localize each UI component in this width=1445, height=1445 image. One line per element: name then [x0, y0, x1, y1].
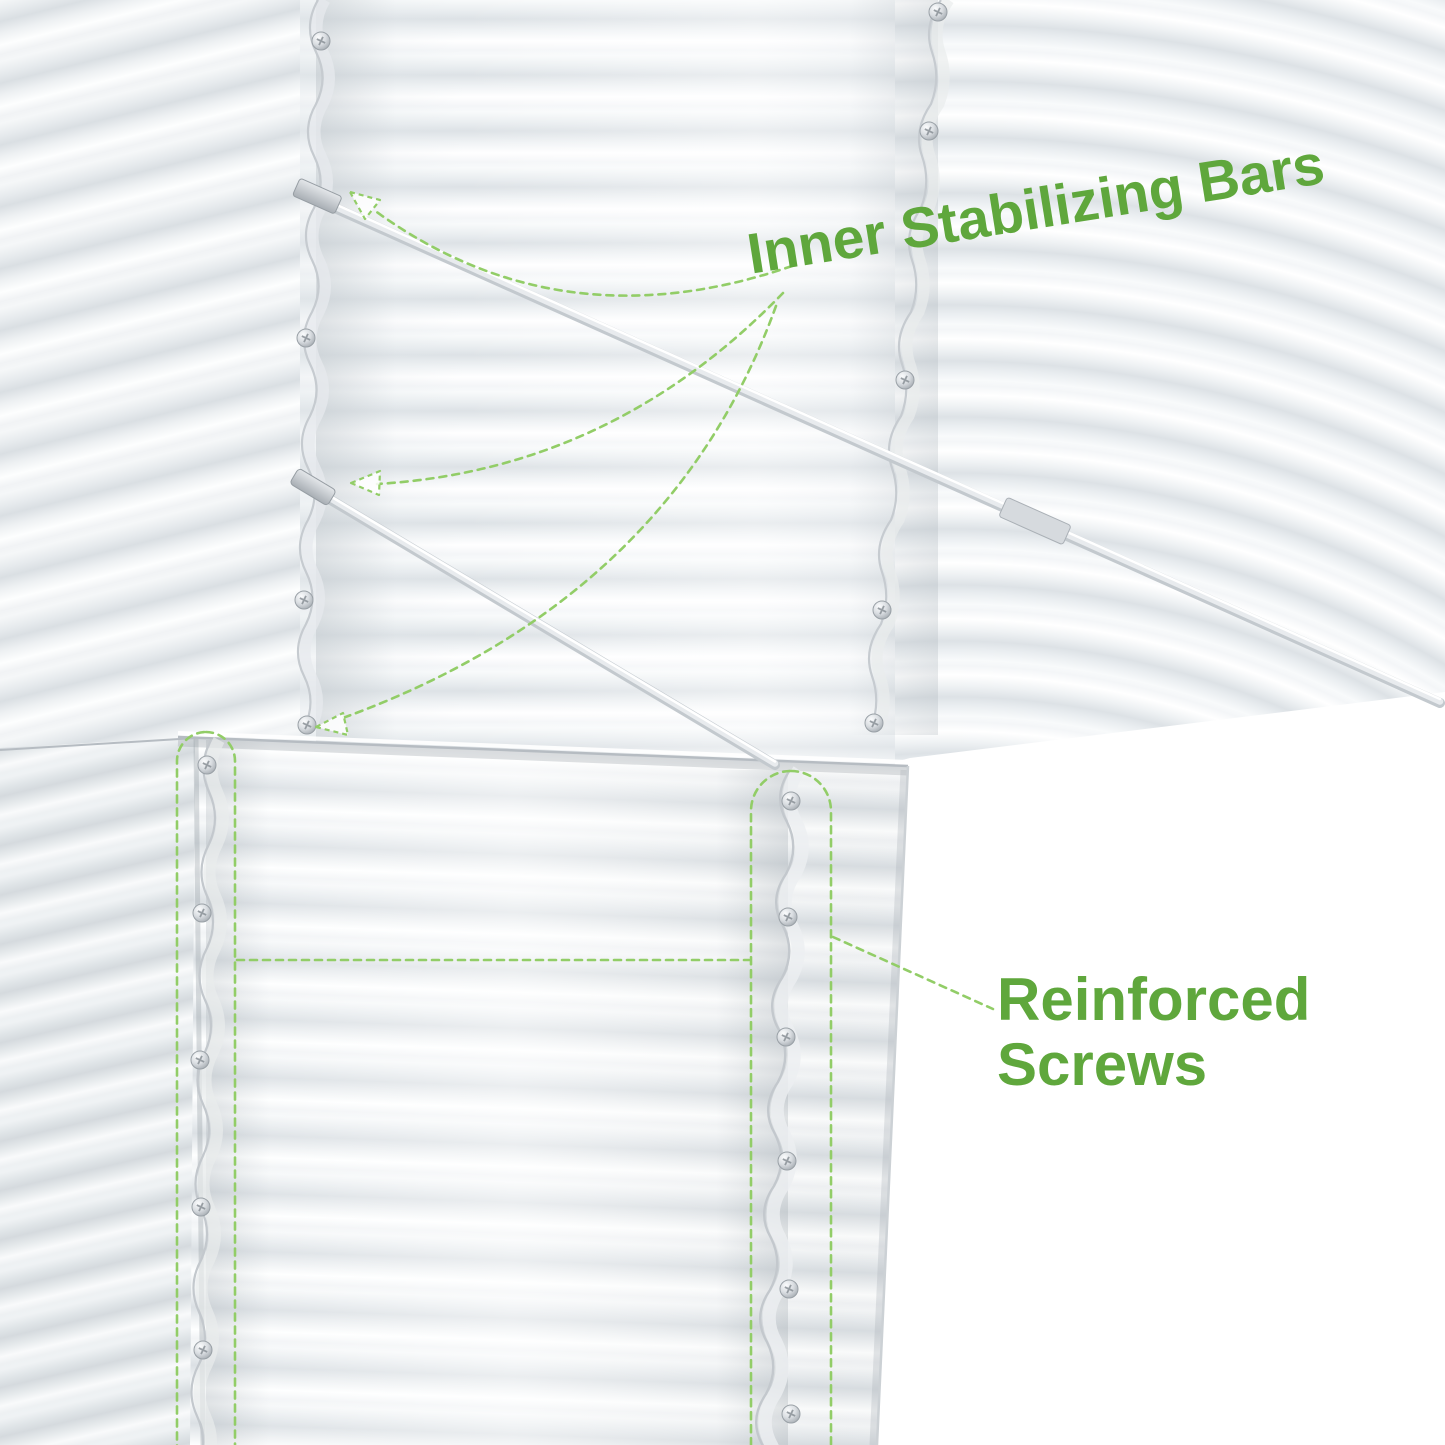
seam-shadow: [316, 0, 396, 742]
stabilizing-bar-2: [290, 468, 780, 770]
reinforced-screws-label: Reinforced Screws: [997, 966, 1311, 1098]
screw-head: [928, 2, 948, 22]
callout-inner-stabilizing-bars: [314, 190, 794, 737]
screw-head: [192, 903, 212, 923]
screw-head: [778, 907, 798, 927]
corrugated-panel-back-wall: [300, 0, 950, 765]
stabilizing-bar-1: [292, 178, 1445, 708]
screw-head: [296, 328, 316, 348]
corrugated-panel-side-face: [0, 737, 206, 1445]
callout-reinforced-screws: [175, 730, 995, 1445]
screw-head: [197, 755, 217, 775]
screw-head: [872, 600, 892, 620]
callout-arrowhead: [349, 469, 382, 497]
screw-head: [895, 370, 915, 390]
screw-head: [193, 1340, 213, 1360]
callout-line: [831, 935, 995, 1011]
background-cutout: [880, 692, 1445, 1445]
bar-coupler: [999, 497, 1071, 545]
bar-anchor-fitting: [290, 468, 336, 506]
screw-head: [779, 1279, 799, 1299]
corrugated-panel-curved-end: [895, 0, 1445, 770]
bar-anchor-fitting: [292, 178, 342, 214]
screw-head: [191, 1197, 211, 1217]
screw-head: [311, 31, 331, 51]
callout-curve: [372, 208, 794, 297]
screw-column-highlight: [749, 769, 833, 1445]
screw-head: [781, 1404, 801, 1424]
screw-head: [297, 715, 317, 735]
callout-curve: [375, 291, 785, 486]
screw-head: [919, 121, 939, 141]
screw-column-highlight: [175, 730, 237, 1445]
screw-head: [781, 791, 801, 811]
panel-edges: [0, 731, 910, 1445]
screw-head: [190, 1050, 210, 1070]
callout-arrowhead: [314, 711, 350, 737]
callout-curve: [338, 304, 778, 721]
corrugated-panel-top-left: [0, 0, 330, 765]
screw-head: [776, 1027, 796, 1047]
callout-arrowhead: [348, 190, 382, 221]
screw-head: [294, 590, 314, 610]
screw-head: [777, 1151, 797, 1171]
screw-head: [864, 713, 884, 733]
